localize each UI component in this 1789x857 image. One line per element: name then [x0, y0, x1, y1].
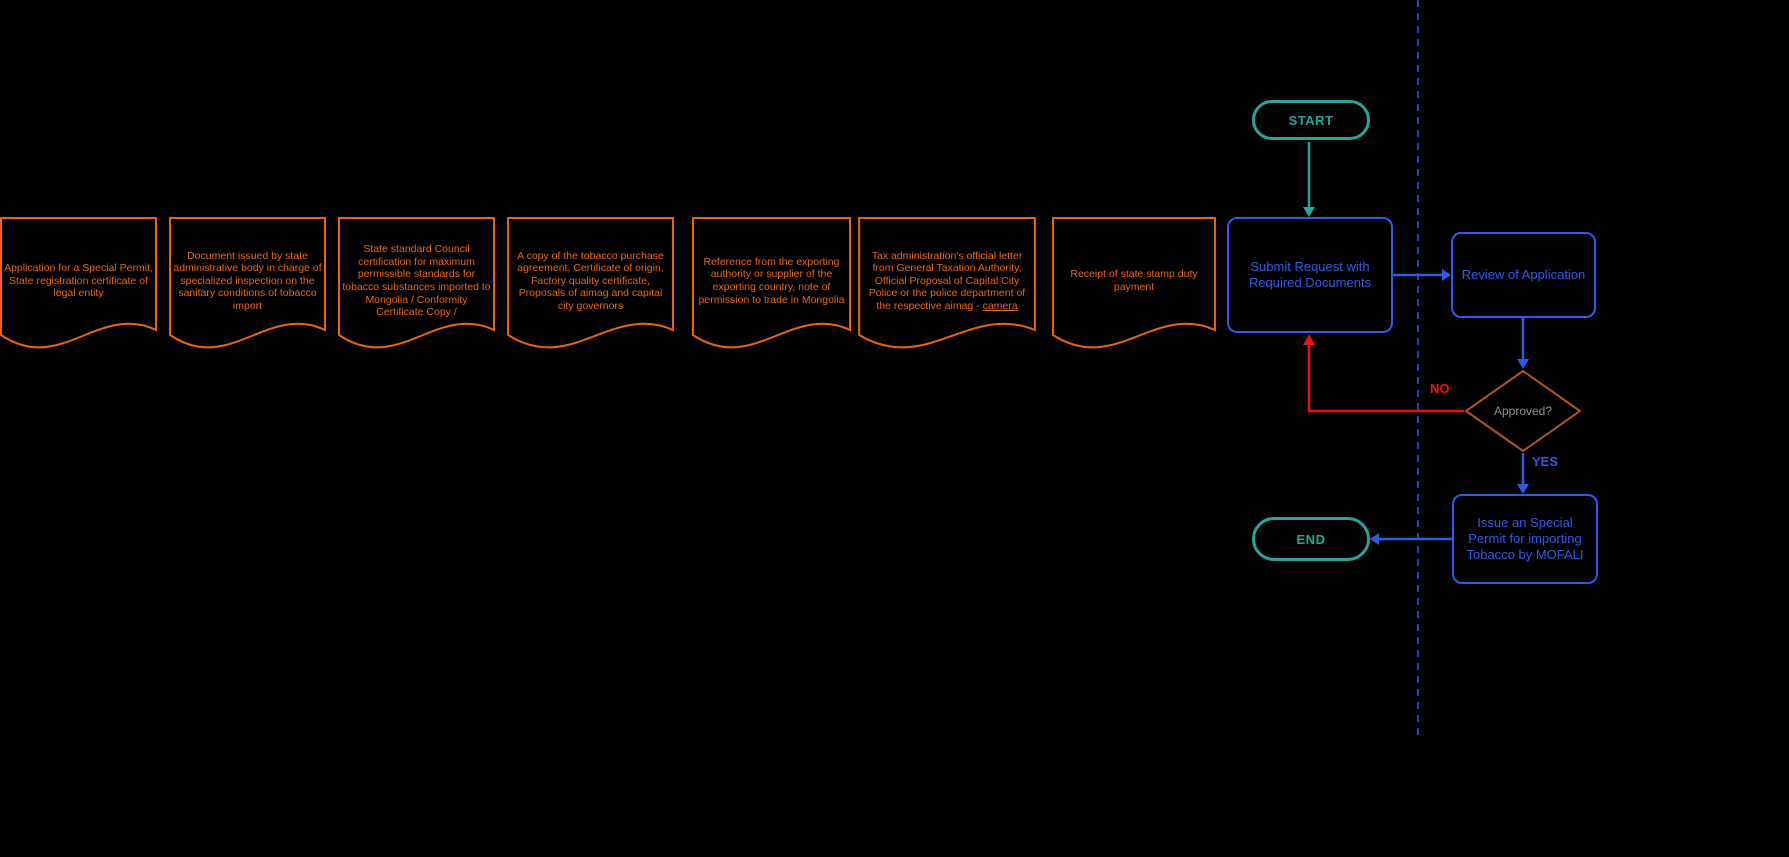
document-text: State standard Council certification for…	[342, 219, 491, 343]
document-text-label: A copy of the tobacco purchase agreement…	[517, 249, 664, 312]
document-text-label: State standard Council certification for…	[342, 243, 491, 319]
diamond-icon	[1464, 369, 1582, 453]
document-text-part: Tax administration's official letter fro…	[868, 249, 1026, 312]
issue-to-end-arrow	[1370, 533, 1452, 545]
end-terminator: END	[1252, 517, 1370, 561]
document-shape-application: Application for a Special Permit, State …	[0, 217, 157, 359]
no-edge-label: NO	[1430, 381, 1450, 396]
start-to-submit-arrow	[1303, 142, 1315, 217]
document-text: Tax administration's official letter fro…	[862, 219, 1032, 343]
document-outline-icon	[1052, 217, 1216, 359]
document-text-label: Document issued by state administrative …	[173, 249, 322, 312]
document-shape-tax-letter: Tax administration's official letter fro…	[858, 217, 1036, 359]
document-shape-stamp-duty-receipt: Receipt of state stamp duty payment	[1052, 217, 1216, 359]
end-label: END	[1296, 531, 1326, 547]
approved-decision-label: Approved?	[1493, 404, 1553, 418]
decision-no-path	[1303, 334, 1464, 413]
document-outline-icon	[858, 217, 1036, 359]
document-text: A copy of the tobacco purchase agreement…	[511, 219, 670, 343]
document-outline-icon	[338, 217, 495, 359]
document-outline-icon	[507, 217, 674, 359]
start-terminator: START	[1252, 100, 1370, 140]
decision-yes-arrow	[1517, 453, 1529, 494]
document-outline-icon	[0, 217, 157, 359]
document-text: Document issued by state administrative …	[173, 219, 322, 343]
document-shape-standard-certification: State standard Council certification for…	[338, 217, 495, 359]
camera-link[interactable]: camera	[982, 299, 1018, 312]
approved-decision: Approved?	[1464, 369, 1582, 453]
document-outline-icon	[692, 217, 851, 359]
document-shape-export-reference: Reference from the exporting authority o…	[692, 217, 851, 359]
start-label: START	[1288, 112, 1334, 128]
document-text-label: Application for a Special Permit, State …	[4, 262, 153, 300]
document-text: Receipt of state stamp duty payment	[1056, 219, 1212, 343]
review-to-decision-arrow	[1517, 318, 1529, 369]
document-outline-icon	[169, 217, 326, 359]
document-shape-sanitary-inspection: Document issued by state administrative …	[169, 217, 326, 359]
issue-permit-step: Issue an Special Permit for importing To…	[1452, 494, 1598, 584]
document-text-label: Tax administration's official letter fro…	[862, 250, 1032, 313]
issue-permit-label: Issue an Special Permit for importing To…	[1466, 514, 1584, 563]
yes-edge-label: YES	[1532, 454, 1559, 469]
submit-to-review-arrow	[1393, 269, 1451, 281]
review-application-label: Review of Application	[1461, 266, 1586, 282]
document-text-label: Reference from the exporting authority o…	[698, 255, 845, 306]
document-shape-purchase-agreement: A copy of the tobacco purchase agreement…	[507, 217, 674, 359]
document-text: Reference from the exporting authority o…	[696, 219, 847, 343]
document-text: Application for a Special Permit, State …	[4, 219, 153, 343]
submit-request-label: Submit Request with Required Documents	[1248, 258, 1372, 290]
submit-request-step: Submit Request with Required Documents	[1227, 217, 1393, 333]
review-application-step: Review of Application	[1451, 232, 1596, 318]
document-text-label: Receipt of state stamp duty payment	[1070, 268, 1198, 293]
